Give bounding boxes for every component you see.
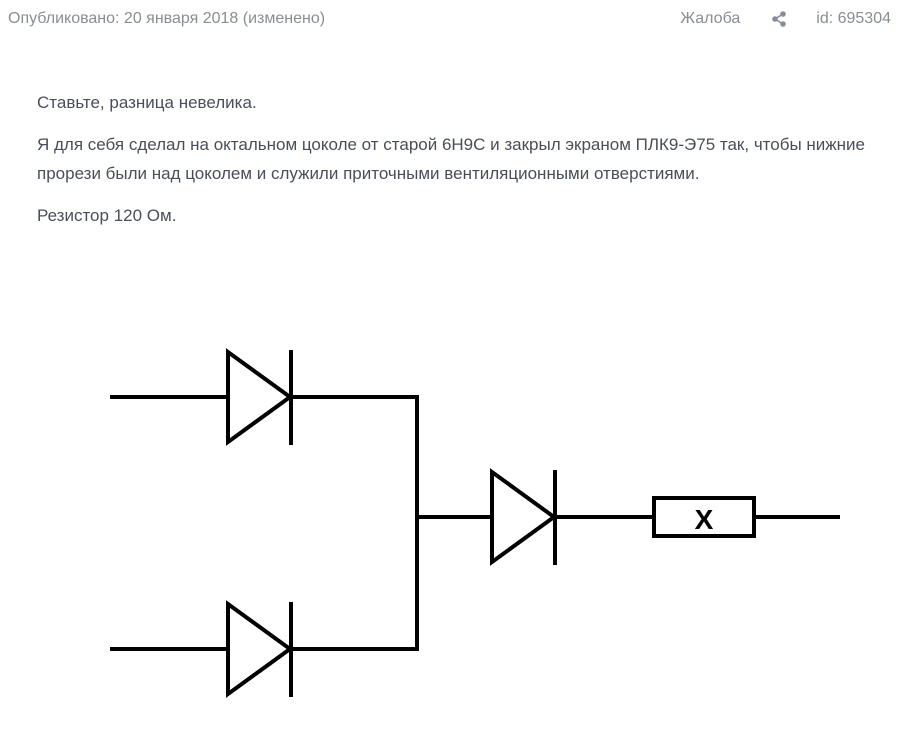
post-actions: Жалоба id: 695304: [680, 10, 891, 28]
diode-middle: [490, 468, 558, 566]
post-meta-bar: Опубликовано: 20 января 2018 (изменено) …: [0, 0, 905, 40]
resistor-label: X: [695, 504, 714, 535]
published-date: Опубликовано: 20 января 2018 (изменено): [8, 10, 326, 27]
diode-bottom: [226, 600, 294, 698]
post-paragraph: Резистор 120 Ом.: [37, 206, 177, 225]
diode-top: [226, 348, 294, 446]
post-body: Ставьте, разница невелика. Я для себя сд…: [37, 88, 877, 243]
share-icon[interactable]: [770, 10, 788, 28]
complaint-link[interactable]: Жалоба: [680, 10, 741, 27]
wire: [289, 395, 419, 651]
post-id: id: 695304: [816, 10, 891, 27]
post-paragraph: Я для себя сделал на октальном цоколе от…: [37, 135, 865, 183]
circuit-schematic-image: X: [110, 348, 840, 698]
post-paragraph: Ставьте, разница невелика.: [37, 93, 257, 112]
